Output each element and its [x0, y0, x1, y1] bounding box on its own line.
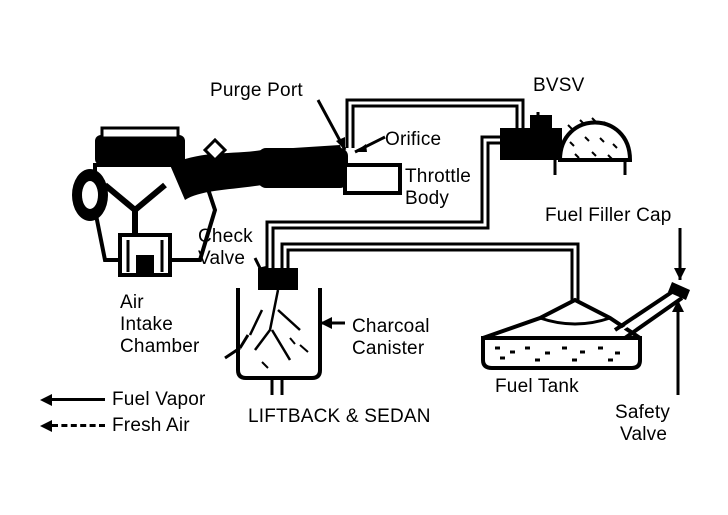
charcoal-canister [236, 268, 322, 395]
pointer-arrowheads [258, 118, 686, 329]
bvsv-valve [500, 115, 633, 175]
throttle-body-label-line2: Body [405, 188, 450, 209]
purge-line [345, 98, 525, 148]
air-intake-label-line3: Chamber [120, 336, 200, 357]
throttle-body-label-line1: Throttle [405, 166, 472, 187]
check-valve-label-line1: Check [198, 226, 253, 247]
air-intake-label-line1: Air [120, 292, 144, 313]
fuel-filler-cap-label: Fuel Filler Cap [545, 205, 672, 226]
fresh-air-dashed-line [52, 424, 105, 427]
air-intake-label-line2: Intake [120, 314, 173, 335]
canister-line [265, 135, 500, 275]
vapor-line [280, 242, 580, 300]
orifice-label: Orifice [385, 129, 442, 150]
check-valve-label-line2: Valve [198, 248, 246, 269]
bvsv-label: BVSV [533, 75, 585, 96]
engine-block [72, 126, 218, 277]
safety-valve-label-line1: Safety [615, 402, 671, 423]
legend-fresh-air: Fresh Air [112, 415, 190, 436]
caption-liftback-sedan: LIFTBACK & SEDAN [248, 406, 431, 427]
charcoal-canister-label-line2: Canister [352, 338, 425, 359]
fuel-tank [481, 282, 690, 370]
purge-port-label: Purge Port [210, 80, 303, 101]
charcoal-canister-label-line1: Charcoal [352, 316, 430, 337]
fuel-tank-label: Fuel Tank [495, 376, 579, 397]
intake-duct [170, 137, 402, 200]
fresh-air-arrow-icon [40, 420, 52, 432]
legend-fuel-vapor: Fuel Vapor [112, 389, 206, 410]
fuel-vapor-line [50, 398, 105, 401]
safety-valve-label-line2: Valve [620, 424, 668, 445]
fuel-vapor-arrow-icon [40, 394, 52, 406]
